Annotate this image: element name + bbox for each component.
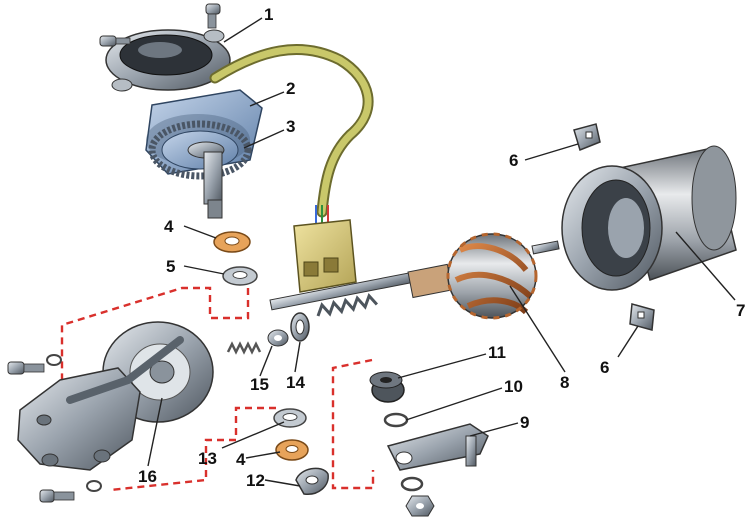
callout-labels: 1 2 3 4 5 6 6 7 8 9 10 11 12 13 4 14 15 … <box>138 5 745 490</box>
part-7-motor-housing <box>561 145 737 291</box>
callout-13: 13 <box>198 449 217 468</box>
callout-4-upper: 4 <box>164 217 174 236</box>
nut-and-washer <box>400 476 435 517</box>
part-4-washer-upper <box>213 231 251 253</box>
callout-9: 9 <box>520 413 529 432</box>
dashed-guide-right <box>331 358 375 490</box>
part-8-armature <box>269 232 560 320</box>
wire-harness <box>209 44 374 228</box>
part-1-gearbox-cover <box>105 29 231 92</box>
screw-left-lower <box>39 480 102 503</box>
callout-12: 12 <box>246 471 265 490</box>
part-15-bearing <box>267 329 289 347</box>
part-16-mounting-bracket <box>17 321 214 471</box>
spring-small <box>226 341 262 355</box>
callout-10: 10 <box>504 377 523 396</box>
callout-11: 11 <box>488 343 506 362</box>
screw-top-left <box>99 35 131 47</box>
dashed-guide-lines <box>60 286 375 492</box>
part-10-washer <box>383 412 409 428</box>
callout-4-lower: 4 <box>236 450 246 469</box>
part-9-crank-lever <box>386 423 489 471</box>
part-5-washer <box>222 266 258 286</box>
callout-3: 3 <box>286 117 295 136</box>
callout-6-upper: 6 <box>509 151 518 170</box>
screw-top-right <box>205 3 221 29</box>
part-11-rubber-bushing <box>369 371 405 403</box>
screw-left-upper <box>7 354 62 375</box>
callout-16: 16 <box>138 467 157 486</box>
callout-8: 8 <box>560 373 569 392</box>
wire-connector <box>293 219 357 293</box>
leader-lines <box>147 17 736 487</box>
part-6-brush-clip-lower <box>629 303 655 331</box>
part-4-washer-lower <box>275 439 309 461</box>
part-12-crank-insert <box>295 467 329 495</box>
part-14-washer <box>290 312 310 342</box>
part-3-worm-gear <box>148 120 252 219</box>
callout-6-lower: 6 <box>600 358 609 377</box>
callout-2: 2 <box>286 79 295 98</box>
callout-14: 14 <box>286 373 305 392</box>
part-6-brush-clip-upper <box>573 123 601 152</box>
callout-1: 1 <box>264 5 273 24</box>
callout-15: 15 <box>250 375 269 394</box>
callout-7: 7 <box>736 301 745 320</box>
dashed-guide-lower <box>109 406 276 492</box>
dashed-guide-upper <box>60 286 250 462</box>
callout-5: 5 <box>166 257 175 276</box>
